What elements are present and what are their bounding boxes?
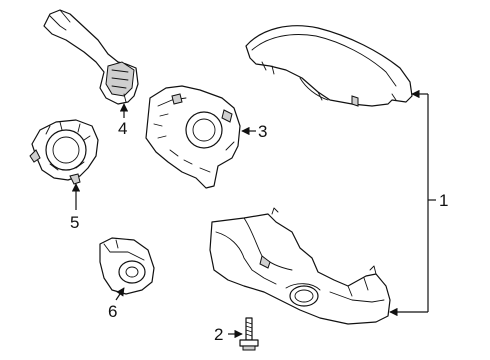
callout-5: 5 xyxy=(70,213,79,232)
callout-1: 1 xyxy=(439,191,448,210)
leader-6 xyxy=(115,287,125,301)
callout-4: 4 xyxy=(118,119,127,138)
stalk-switch xyxy=(43,9,139,105)
upper-column-shroud xyxy=(245,25,413,107)
callout-6: 6 xyxy=(108,302,117,321)
clock-spring xyxy=(29,119,99,185)
ignition-switch xyxy=(99,237,155,295)
lower-column-shroud xyxy=(209,207,391,325)
callout-labels: 1 2 3 4 5 6 xyxy=(70,119,448,344)
control-module xyxy=(145,85,241,189)
callout-leaders xyxy=(71,89,436,339)
callout-2: 2 xyxy=(214,325,223,344)
bolt xyxy=(239,317,259,351)
callout-3: 3 xyxy=(258,122,267,141)
